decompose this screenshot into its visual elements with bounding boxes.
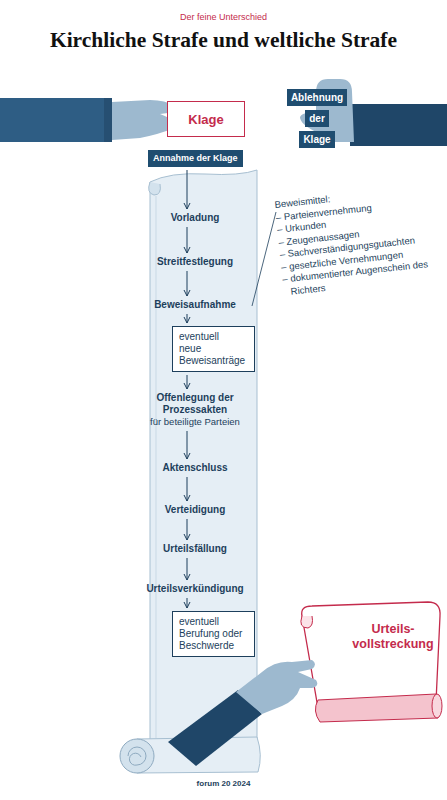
node-text: eventuell neue Beweisanträge	[179, 331, 248, 367]
flow-arrow	[187, 558, 188, 580]
kicker-text: Der feine Unterschied	[0, 12, 447, 23]
node-text: Annahme der Klage	[153, 153, 238, 163]
process-step: Vorladung	[135, 212, 255, 224]
process-step: Aktenschluss	[135, 462, 255, 474]
flow-arrow	[187, 598, 188, 608]
node-text: eventuell Berufung oder Beschwerde	[179, 616, 248, 652]
node-text: Beweisaufnahme	[135, 299, 255, 311]
node-text: Verteidigung	[135, 504, 255, 516]
verdict-scroll-roll	[315, 694, 440, 722]
execution-scroll: Urteils- vollstreckung	[350, 622, 436, 652]
flow-arrow	[187, 375, 188, 389]
process-step: Streitfestlegung	[135, 256, 255, 268]
flow-arrow	[187, 431, 188, 459]
process-step: Urteilsfällung	[135, 543, 255, 555]
scroll-roll-spiral	[128, 747, 146, 765]
node-text: Urteils- vollstreckung	[350, 622, 436, 652]
node-text: Offenlegung der Prozessakten	[135, 392, 255, 416]
rejection-tag: Ablehnung der Klage	[286, 86, 348, 149]
process-step: Beweisaufnahme	[135, 299, 255, 311]
right-sleeve	[350, 104, 447, 146]
source-note: forum 20 2024	[0, 779, 447, 789]
node-text: Vorladung	[135, 212, 255, 224]
node-text: Ablehnung der Klage	[287, 89, 347, 148]
leader-line	[252, 212, 276, 306]
scroll-roll	[120, 739, 154, 773]
scroll-edge	[156, 196, 157, 738]
diagram-title: Kirchliche Strafe und weltliche Strafe	[0, 27, 447, 53]
flow-arrow	[187, 271, 188, 296]
process-step: Urteilsverkündigung	[135, 583, 255, 595]
process-scroll	[150, 170, 257, 742]
complaint-card: Klage	[167, 101, 245, 137]
verdict-scroll	[302, 602, 440, 708]
option-box: eventuell Berufung oder Beschwerde	[172, 611, 255, 657]
scroll-top-curl	[149, 182, 161, 195]
option-box: eventuell neue Beweisanträge	[172, 326, 255, 372]
process-step: Offenlegung der Prozessaktenfür beteilig…	[135, 392, 255, 428]
node-subtext: für beteiligte Parteien	[135, 416, 255, 428]
process-step: Verteidigung	[135, 504, 255, 516]
left-cuff	[104, 98, 112, 142]
flow-arrow	[187, 519, 188, 540]
evidence-list: Beweismittel:– Parteienvernehmung– Urkun…	[274, 181, 447, 298]
node-text: Aktenschluss	[135, 462, 255, 474]
verdict-scroll-end	[432, 694, 442, 718]
flow-arrow	[187, 227, 188, 253]
node-text: Urteilsfällung	[135, 543, 255, 555]
node-text: Streitfestlegung	[135, 256, 255, 268]
lower-hand	[236, 660, 317, 714]
left-sleeve	[0, 98, 112, 142]
acceptance-box: Annahme der Klage	[148, 150, 243, 167]
flow-arrow	[187, 314, 188, 323]
flow-arrow	[187, 170, 188, 209]
verdict-scroll-curl	[301, 616, 313, 628]
node-text: Klage	[188, 112, 223, 127]
node-text: Urteilsverkündigung	[135, 583, 255, 595]
flow-arrow	[187, 477, 188, 501]
